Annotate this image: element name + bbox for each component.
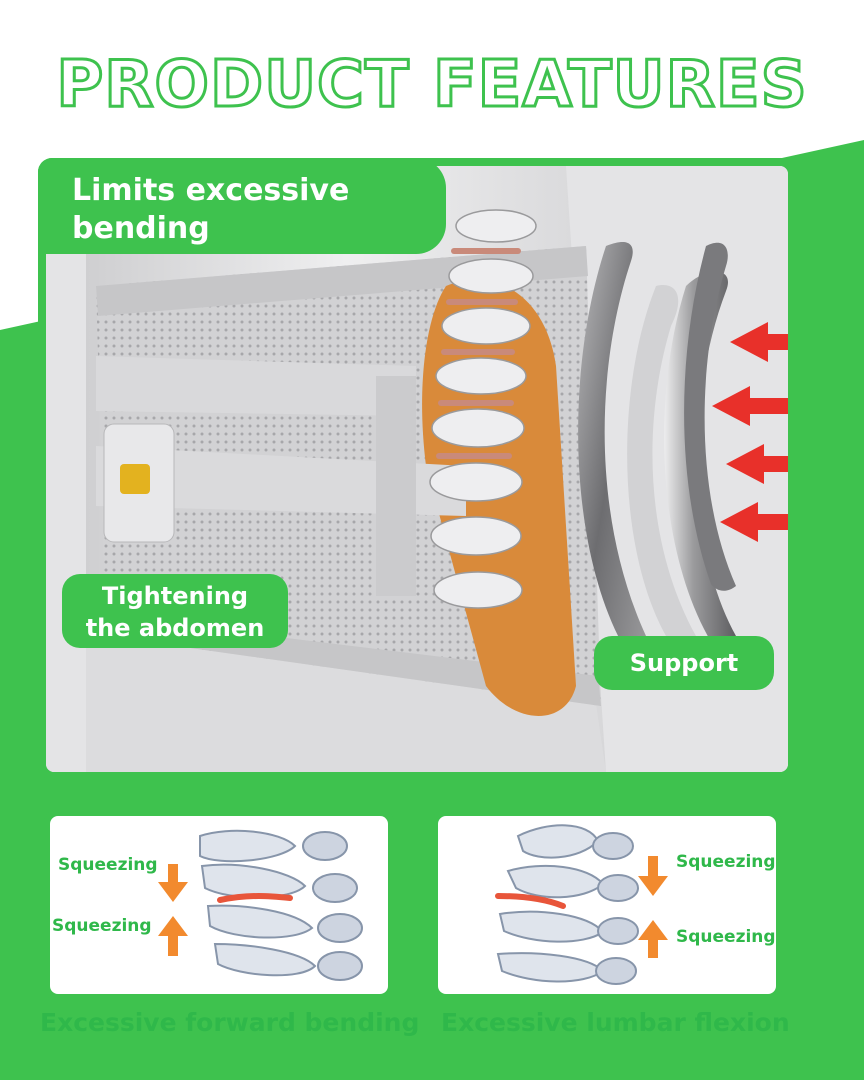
hero-image: [46, 166, 788, 772]
lumbar-flexion-card: [432, 810, 782, 1000]
squeezing-bottom-left: Squeezing: [52, 916, 152, 936]
forward-bending-card: [44, 810, 394, 1000]
squeezing-top-right: Squeezing: [676, 852, 776, 872]
spine-flexion-illustration: [495, 824, 668, 985]
lumbar-flexion-image: [438, 816, 776, 994]
pressure-arrows: [712, 322, 788, 542]
support-label: Support: [594, 636, 774, 690]
limits-bending-line1: Limits excessive: [72, 173, 350, 208]
limits-bending-line2: bending: [72, 211, 210, 246]
forward-bending-caption: Excessive forward bending: [40, 1008, 420, 1037]
tightening-abdomen-label: Tightening the abdomen: [62, 574, 288, 648]
back-brace-illustration: [46, 166, 788, 772]
page-title: PRODUCT FEATURES: [55, 47, 808, 124]
tightening-line2: the abdomen: [85, 614, 265, 642]
spine-forward-illustration: [158, 829, 363, 981]
squeezing-top-left: Squeezing: [58, 855, 158, 875]
tightening-line1: Tightening: [101, 582, 249, 610]
forward-bending-image: [50, 816, 388, 994]
squeezing-bottom-right: Squeezing: [676, 927, 776, 947]
limits-bending-label: Limits excessive bending: [38, 158, 446, 254]
lumbar-flexion-caption: Excessive lumbar flexion: [441, 1008, 790, 1037]
